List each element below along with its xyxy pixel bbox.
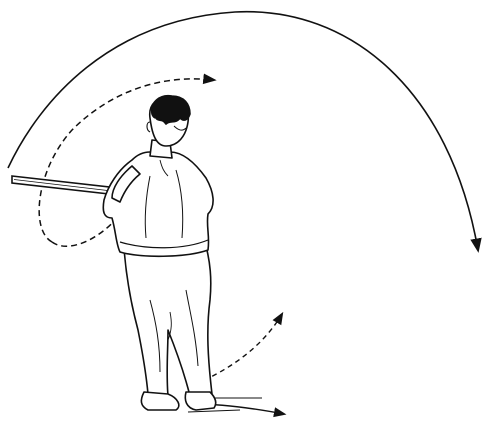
hands-path-lower-loop	[52, 214, 120, 246]
front-shoe	[185, 392, 215, 410]
batter-figure	[103, 96, 215, 410]
bat	[12, 176, 118, 195]
trousers	[124, 246, 212, 396]
bat-path-arrow	[8, 12, 478, 250]
jacket	[103, 152, 213, 256]
hair	[152, 96, 190, 124]
back-shoe	[141, 392, 178, 410]
